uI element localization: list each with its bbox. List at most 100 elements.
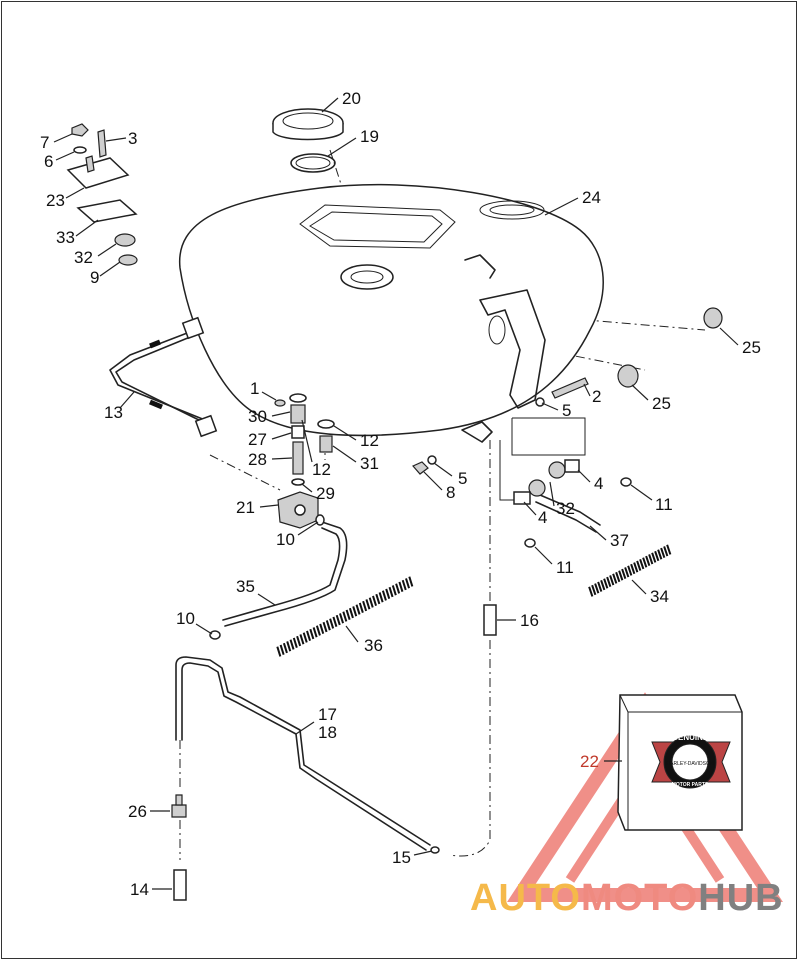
callout-12: 12	[360, 431, 379, 450]
leader-line-33	[75, 219, 99, 237]
crossover-tube	[109, 316, 218, 438]
badge-line1: GENUINE	[672, 733, 709, 742]
leader-line-4	[577, 469, 591, 483]
watermark-hub: HUB	[698, 877, 783, 919]
leader-line-32	[549, 481, 555, 507]
leader-line-30	[271, 411, 291, 417]
leader-line-32	[97, 243, 117, 257]
callout-10: 10	[176, 609, 195, 628]
callout-19: 19	[360, 127, 379, 146]
cap-gasket	[290, 153, 336, 173]
leader-line-28	[271, 457, 293, 460]
leader-line-13	[119, 391, 135, 409]
fuel-tank	[178, 183, 604, 443]
watermark-auto: AUTO	[470, 877, 581, 919]
callout-2: 2	[592, 387, 601, 406]
leader-line-9	[99, 261, 121, 277]
leader-line-31	[332, 445, 357, 463]
leader-line-37	[589, 525, 607, 541]
leader-line-27	[271, 432, 292, 440]
connector	[483, 604, 497, 636]
callout-37: 37	[610, 531, 629, 550]
spring-cover-36	[276, 576, 414, 657]
callout-labels: 2019247632333329252513027281212312913211…	[40, 89, 761, 899]
callout-12: 12	[312, 460, 331, 479]
callout-31: 31	[360, 454, 379, 473]
callout-11: 11	[556, 558, 574, 577]
leader-line-15	[413, 850, 433, 856]
callout-21: 21	[236, 498, 255, 517]
callout-22: 22	[580, 752, 599, 771]
watermark-text: AUTOMOTOHUB	[470, 877, 784, 919]
leader-line-5	[541, 402, 559, 411]
callout-1: 1	[250, 379, 259, 398]
leader-line-21	[259, 504, 279, 508]
vent-line	[171, 656, 440, 901]
leader-line-5	[433, 462, 453, 477]
callout-4: 4	[538, 508, 547, 527]
callout-15: 15	[392, 848, 411, 867]
callout-33: 33	[56, 228, 75, 247]
spring-covers	[276, 544, 672, 657]
callout-32: 32	[556, 499, 575, 518]
leader-line-4	[523, 501, 537, 516]
leader-line-2	[583, 383, 591, 397]
callout-34: 34	[650, 587, 669, 606]
callout-11: 11	[655, 495, 673, 514]
callout-35: 35	[236, 577, 255, 596]
callout-13: 13	[104, 403, 123, 422]
callout-5: 5	[562, 401, 571, 420]
callout-4: 4	[594, 474, 603, 493]
badge-line3: MOTOR PARTS	[672, 782, 709, 788]
callout-18: 18	[318, 723, 337, 742]
leader-line-8	[423, 471, 443, 491]
callout-36: 36	[364, 636, 383, 655]
leader-line-12	[333, 425, 357, 441]
petcock-assembly	[274, 393, 335, 529]
callout-14: 14	[130, 880, 149, 899]
callout-20: 20	[342, 89, 361, 108]
leader-line-12	[301, 419, 313, 463]
callout-28: 28	[248, 450, 267, 469]
leader-line-11	[630, 484, 653, 501]
knobs	[617, 307, 723, 388]
leader-line-3	[105, 137, 127, 142]
leader-line-19	[327, 137, 357, 157]
callout-24: 24	[582, 188, 601, 207]
callout-27: 27	[248, 430, 267, 449]
leader-line-20	[321, 97, 339, 113]
callout-7: 7	[40, 133, 49, 152]
callout-29: 29	[316, 484, 335, 503]
leader-line-35	[257, 593, 276, 606]
callout-6: 6	[44, 152, 53, 171]
leader-line-25	[719, 327, 739, 346]
leader-line-11	[534, 546, 553, 565]
callout-25: 25	[742, 338, 761, 357]
callout-30: 30	[248, 407, 267, 426]
leader-line-1	[261, 391, 277, 401]
fuel-cap	[272, 108, 344, 141]
watermark-moto: MOTO	[581, 877, 698, 919]
leader-line-10	[195, 623, 213, 635]
leader-line-7	[53, 133, 73, 143]
callout-9: 9	[90, 268, 99, 287]
leader-line-36	[345, 625, 359, 643]
spring-cover-34	[588, 544, 672, 597]
callout-16: 16	[520, 611, 539, 630]
leader-line-34	[631, 579, 647, 595]
leader-line-23	[65, 187, 85, 199]
leader-line-25	[631, 384, 649, 401]
callout-10: 10	[276, 530, 295, 549]
callout-5: 5	[458, 469, 467, 488]
callout-23: 23	[46, 191, 65, 210]
badge-line2: HARLEY-DAVIDSON	[667, 761, 714, 767]
bracket-hardware	[412, 377, 589, 505]
callout-8: 8	[446, 483, 455, 502]
callout-25: 25	[652, 394, 671, 413]
svg-text:AUTOMOTOHUB: AUTOMOTOHUB	[470, 877, 784, 919]
callout-26: 26	[128, 802, 147, 821]
leader-line-29	[301, 483, 313, 493]
leader-line-17	[295, 721, 315, 735]
